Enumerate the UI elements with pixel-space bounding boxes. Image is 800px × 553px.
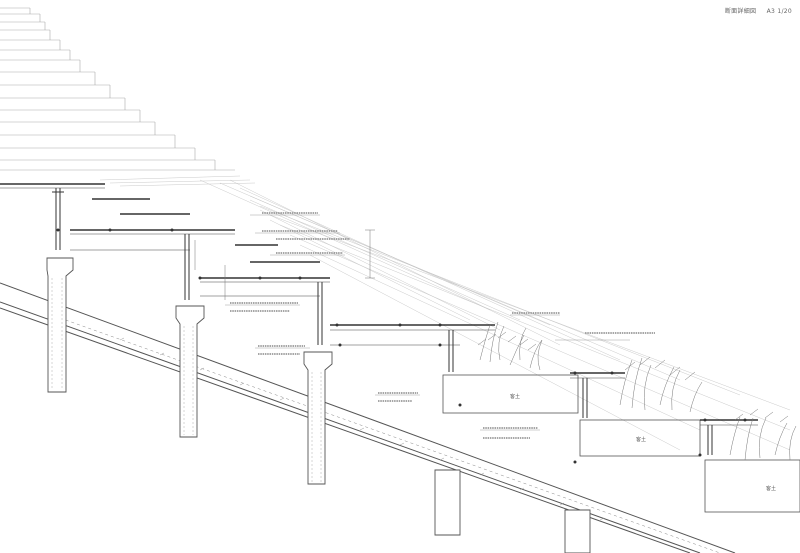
plants: [477, 321, 797, 461]
bolt-markers: [56, 228, 747, 464]
sloped-slab: [0, 282, 736, 553]
annotation-text-stubs: [230, 212, 655, 439]
background-terraces: [0, 7, 235, 171]
soil-label-2: 客土: [636, 436, 646, 443]
planter-boxes: [442, 374, 800, 513]
dimension-lines: [194, 229, 375, 300]
pier-rebar: [51, 278, 322, 482]
soil-label-1: 客土: [510, 393, 520, 400]
steel-columns: [52, 188, 713, 455]
soil-label-3: 客土: [766, 485, 776, 492]
drawing-title-block: 断面詳細図 A3 1/20: [717, 6, 792, 15]
drawing-scale: A3 1/20: [766, 8, 792, 15]
deck-beam-undersides: [0, 187, 758, 426]
leader-lines: [225, 214, 630, 431]
drawing-title: 断面詳細図: [724, 8, 757, 15]
deck-beams: [0, 183, 758, 421]
concrete-piers: [46, 257, 591, 553]
